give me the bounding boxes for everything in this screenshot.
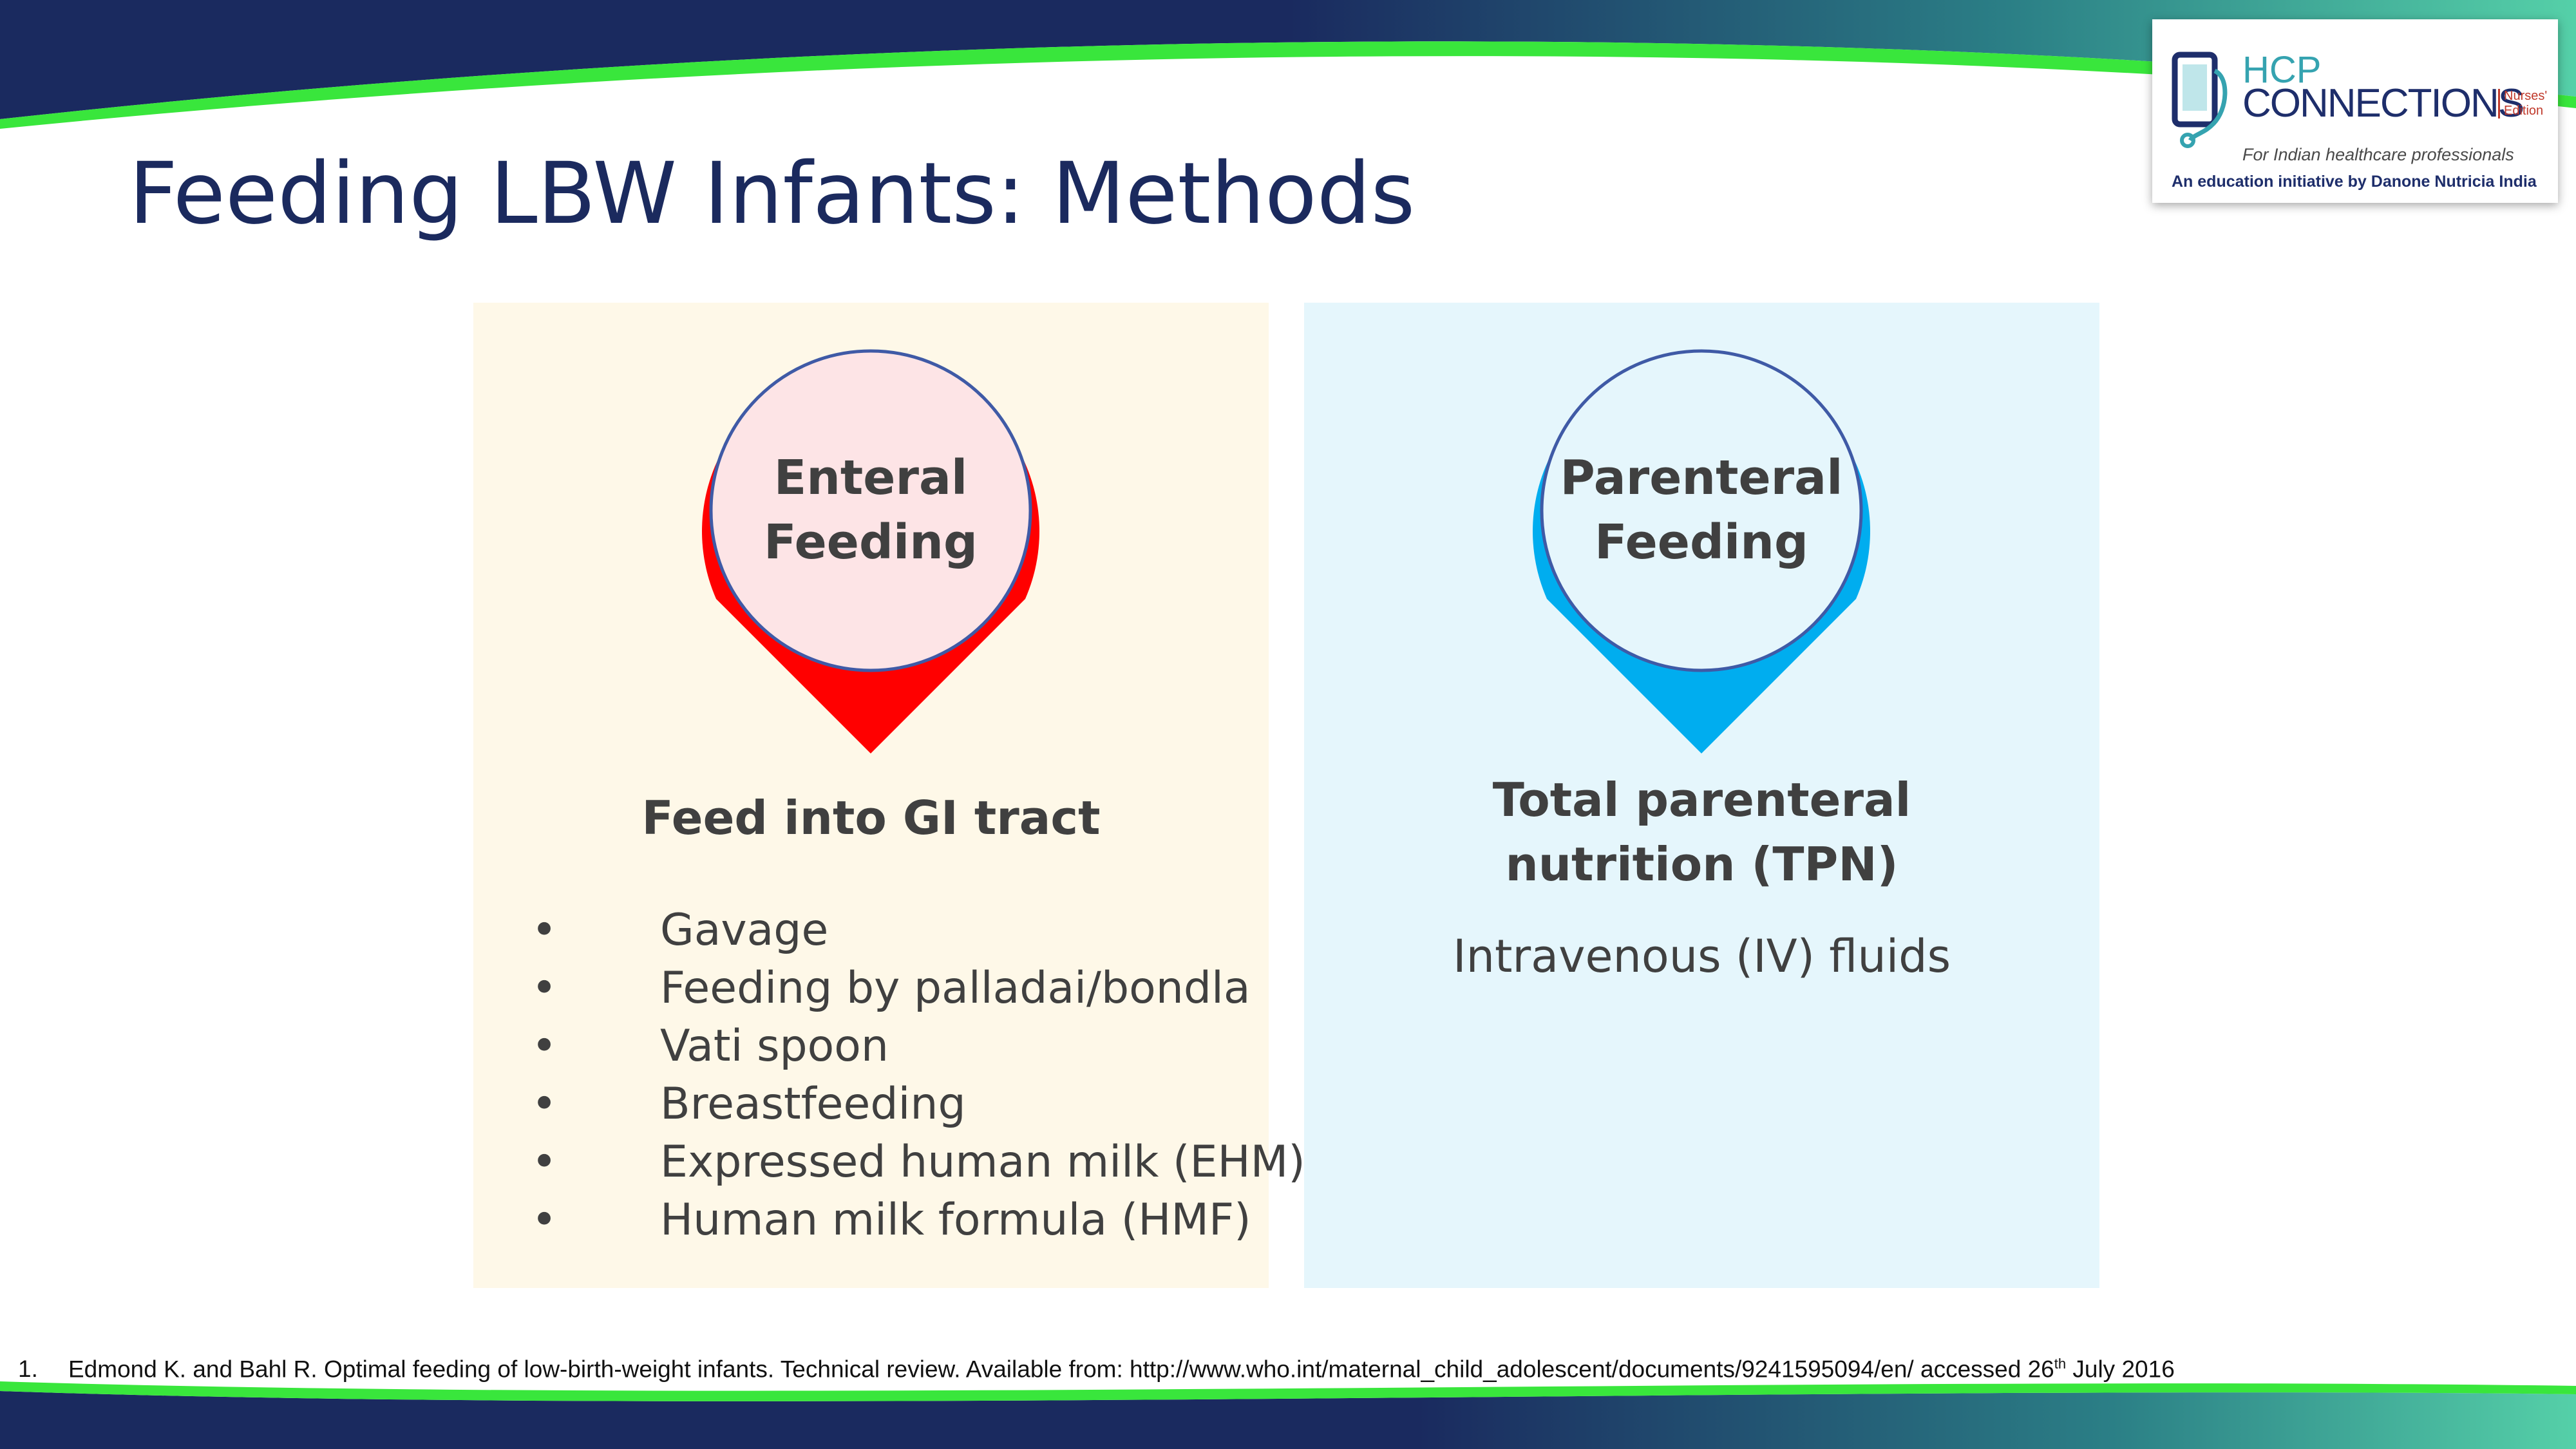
footnote-number: 1. [18,1356,38,1383]
footer-band [0,1381,2576,1449]
footnote-suffix: July 2016 [2066,1356,2175,1383]
list-item: Feeding by palladai/bondla [531,960,1305,1018]
logo-tagline: For Indian healthcare professionals [2242,145,2514,164]
logo-edition-badge: Nurses' Edition [2498,89,2561,118]
page-title: Feeding LBW Infants: Methods [129,144,1416,243]
enteral-panel: Enteral Feeding Feed into GI tract Gavag… [473,303,1305,1288]
logo-connections-text: CONNECTIONS [2242,81,2524,126]
parenteral-pin-icon [1533,349,1870,753]
enteral-methods-list: Gavage Feeding by palladai/bondla Vati s… [531,902,1305,1249]
parenteral-pin-line2: Feeding [1595,515,1808,570]
logo-card: HCP CONNECTIONS Nurses' Edition For Indi… [2152,19,2558,203]
header-band [0,0,2576,129]
footnote: 1. Edmond K. and Bahl R. Optimal feeding … [18,1356,2175,1383]
list-item: Gavage [531,902,1305,960]
footnote-superscript: th [2054,1356,2067,1372]
parenteral-heading-line2: nutrition (TPN) [1505,837,1899,891]
parenteral-panel: Parenteral Feeding Total parenteral nutr… [1304,303,2099,1288]
logo-edition-line1: Nurses' [2504,89,2548,103]
parenteral-pin-line1: Parenteral [1560,450,1843,506]
list-item: Vati spoon [531,1018,1305,1075]
parenteral-heading: Total parenteral nutrition (TPN) [1304,768,2099,896]
parenteral-pin-label: Parenteral Feeding [1508,446,1895,574]
enteral-pin-icon [702,349,1039,753]
list-item: Breastfeeding [531,1075,1305,1133]
logo-hcp-text: HCP [2242,49,2322,91]
parenteral-subtext: Intravenous (IV) fluids [1452,930,1951,983]
logo-edition-line2: Edition [2504,104,2544,118]
enteral-pin-line2: Feeding [764,515,978,570]
list-item: Expressed human milk (EHM) [531,1133,1305,1191]
enteral-pin-label: Enteral Feeding [677,446,1064,574]
enteral-pin-line1: Enteral [773,450,968,506]
logo-initiative: An education initiative by Danone Nutric… [2172,173,2537,191]
enteral-heading: Feed into GI tract [641,791,1101,845]
list-item: Human milk formula (HMF) [531,1191,1305,1249]
footnote-text: Edmond K. and Bahl R. Optimal feeding of… [68,1356,2054,1383]
tablet-stethoscope-icon [2172,52,2228,148]
parenteral-heading-line1: Total parenteral [1492,773,1911,827]
